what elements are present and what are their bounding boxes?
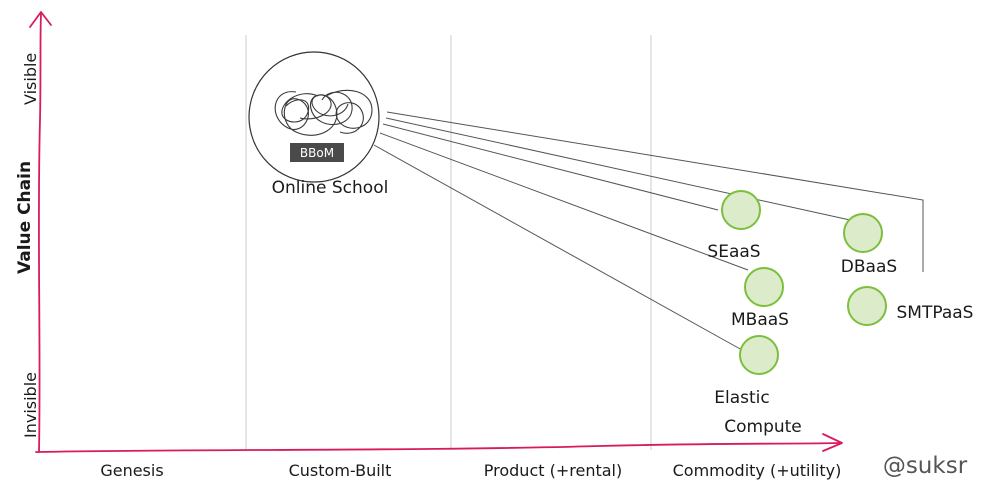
y-axis-arrowhead [29,11,52,28]
smtpaas-node [847,286,887,326]
component-smtpaas: SMTPaaS [847,286,974,326]
x-axis-arrow [35,442,841,453]
online-school-circle [248,51,380,183]
y-axis-title: Value Chain [15,161,35,274]
y-axis-arrow [37,13,42,453]
seaas-node [721,190,761,230]
author-credit: @suksr [883,453,968,479]
link-school-elastic [373,144,743,351]
component-mbaas: MBaaS [731,267,789,330]
dbaas-label: DBaaS [841,257,897,277]
y-axis-top-label: Visible [21,53,40,105]
link-school-seaas [382,123,719,211]
elastic-compute-label-line2: Compute [724,417,802,437]
online-school-label: Online School [272,178,389,198]
mbaas-label: MBaaS [731,310,789,330]
bbom-badge-bg [290,143,344,162]
link-school-dbaas [385,117,851,221]
dbaas-node [843,213,883,253]
bbom-badge: BBoM [300,146,334,160]
stage-label-product: Product (+rental) [484,461,622,480]
seaas-label: SEaaS [707,242,760,262]
component-seaas: SEaaS [707,190,761,262]
stage-label-genesis: Genesis [100,461,163,480]
link-school-mbaas [379,132,749,271]
component-elastic-compute: Elastic Compute [714,335,802,437]
y-axis-bottom-label: Invisible [21,372,40,438]
dependency-links [373,111,924,351]
stage-label-commodity: Commodity (+utility) [673,461,842,480]
elastic-compute-node [739,335,779,375]
elastic-compute-label-line1: Elastic [714,388,769,408]
x-axis-arrowhead [822,433,843,452]
online-school-node: BBoM Online School [248,51,389,198]
stage-dividers [245,35,652,450]
big-ball-of-mud-icon [274,89,373,136]
component-dbaas: DBaaS [841,213,897,277]
link-school-smtpaas [386,111,924,272]
stage-label-custom-built: Custom-Built [289,461,392,480]
axes [29,11,843,453]
smtpaas-label: SMTPaaS [897,303,974,323]
mbaas-node [744,267,784,307]
